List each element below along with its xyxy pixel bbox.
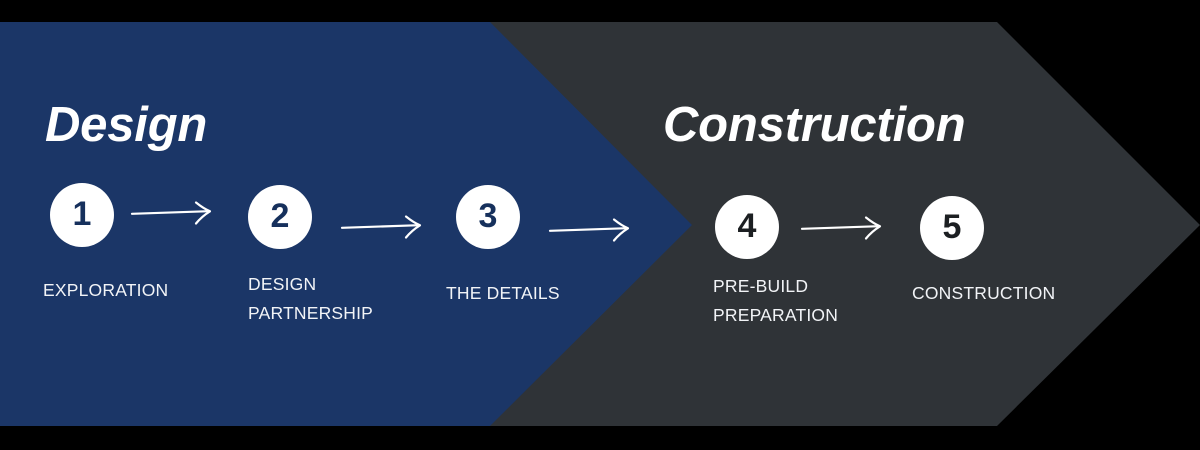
- phase-title-design: Design: [45, 98, 208, 152]
- design-phase-shape: [0, 22, 692, 426]
- arrow-right-icon-2: [340, 215, 422, 239]
- arrow-right-icon-1: [130, 201, 212, 225]
- step-number-3: 3: [478, 197, 498, 235]
- step-label-3: THE DETAILS: [446, 283, 560, 303]
- step-circle-4[interactable]: 4: [715, 195, 779, 259]
- phase-title-construction: Construction: [663, 98, 966, 152]
- step-circle-1[interactable]: 1: [50, 183, 114, 247]
- step-label-4: PRE-BUILD PREPARATION: [713, 276, 839, 325]
- step-label-2: DESIGN PARTNERSHIP: [248, 274, 374, 323]
- step-label-1: EXPLORATION: [43, 280, 169, 300]
- step-circle-2[interactable]: 2: [248, 185, 312, 249]
- step-circle-5[interactable]: 5: [920, 196, 984, 260]
- step-number-2: 2: [270, 197, 290, 235]
- arrow-right-icon-4: [800, 216, 882, 240]
- step-circle-3[interactable]: 3: [456, 185, 520, 249]
- step-label-5: CONSTRUCTION: [912, 283, 1056, 303]
- arrow-right-icon-3: [548, 218, 630, 242]
- step-number-1: 1: [72, 195, 92, 233]
- step-number-5: 5: [942, 208, 962, 246]
- step-number-4: 4: [737, 207, 757, 245]
